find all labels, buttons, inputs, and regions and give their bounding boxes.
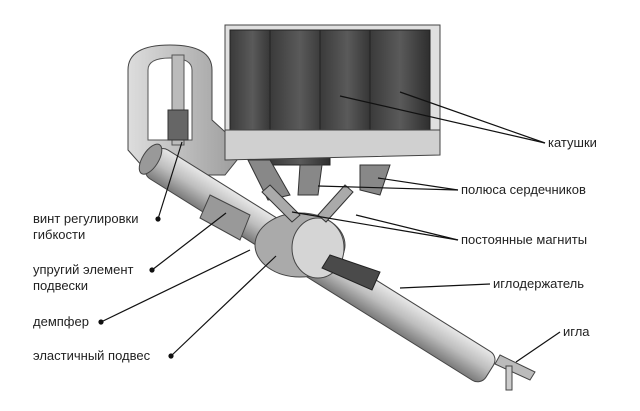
label-needle: игла bbox=[563, 324, 590, 339]
coil-assembly bbox=[224, 24, 441, 223]
label-coils: катушки bbox=[548, 135, 597, 150]
label-permanent-magnets: постоянные магниты bbox=[461, 232, 588, 247]
label-flex-screw-line1: винт регулировки bbox=[33, 211, 139, 226]
label-damper: демпфер bbox=[33, 314, 89, 329]
label-elastic-element-line2: подвески bbox=[33, 278, 89, 293]
leader-lines bbox=[98, 91, 561, 363]
damper-cylinder bbox=[199, 194, 381, 291]
housing bbox=[127, 44, 246, 176]
label-elastic-element: упругий элемент подвески bbox=[33, 262, 133, 294]
label-core-poles: полюса сердечников bbox=[461, 182, 586, 197]
label-flex-screw: винт регулировки гибкости bbox=[33, 211, 139, 243]
label-flex-screw-line2: гибкости bbox=[33, 227, 86, 242]
label-needle-holder: иглодержатель bbox=[493, 276, 585, 291]
label-elastic-element-line1: упругий элемент bbox=[33, 262, 134, 277]
label-elastic-suspension: эластичный подвес bbox=[33, 348, 151, 363]
needle-tip bbox=[494, 354, 536, 391]
